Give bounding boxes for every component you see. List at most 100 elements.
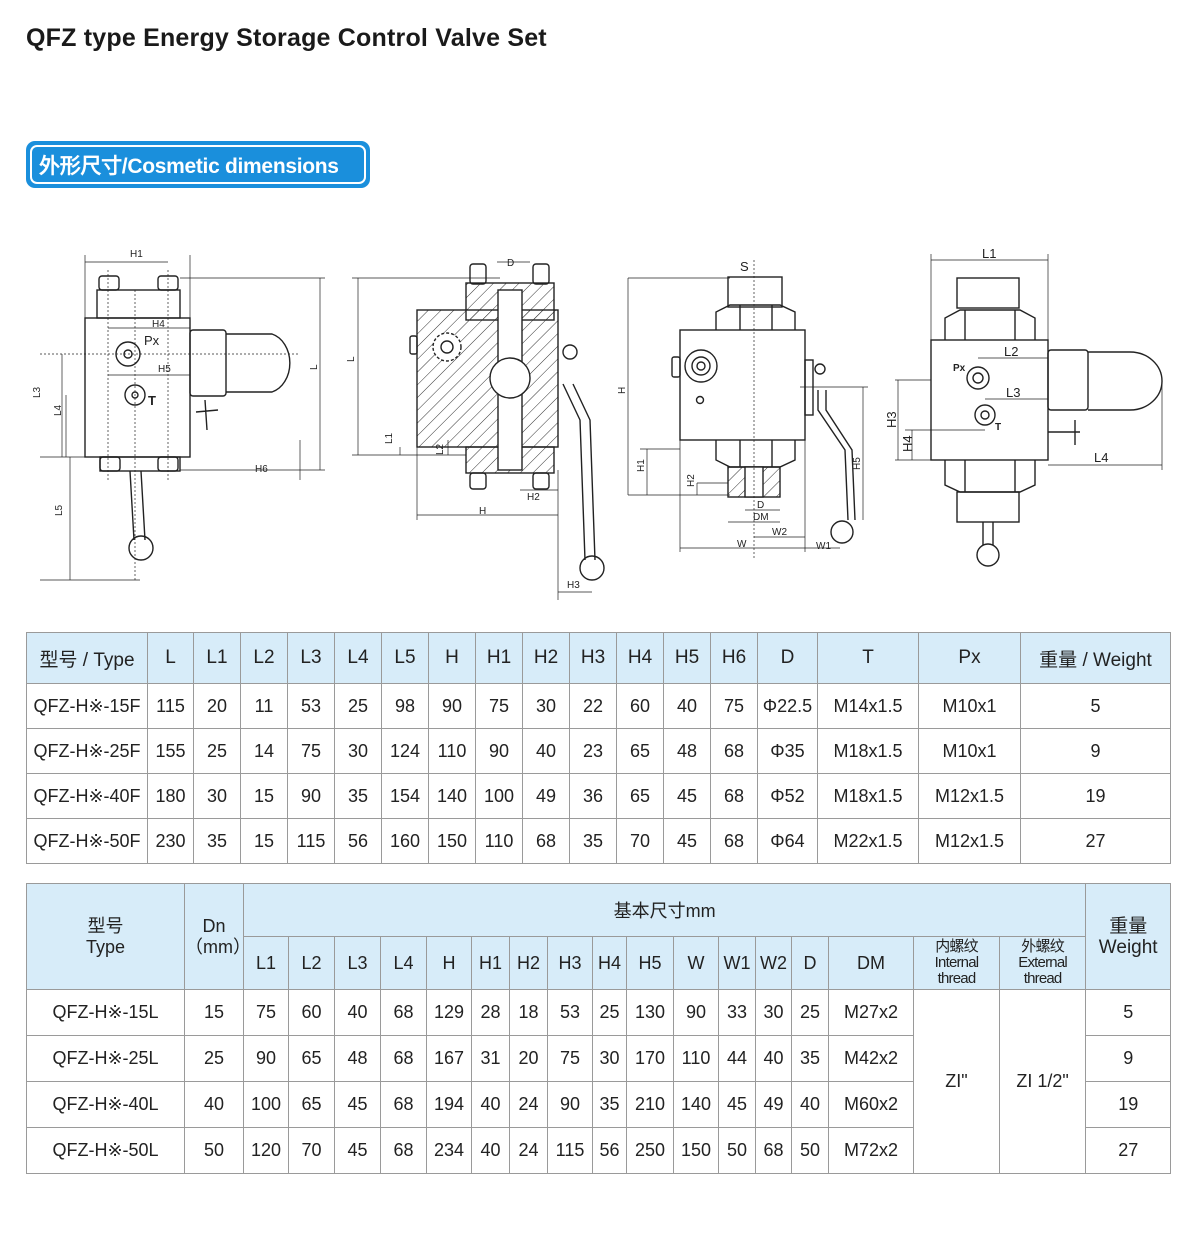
value-cell: M12x1.5 [918, 773, 1021, 819]
column-header: H4 [592, 936, 627, 990]
label-l4: L4 [1094, 450, 1108, 465]
label-w: W [737, 539, 747, 550]
value-cell: 40 [663, 683, 711, 729]
column-header: H2 [509, 936, 548, 990]
column-header: W1 [718, 936, 756, 990]
value-cell: 30 [592, 1035, 627, 1082]
value-cell: M18x1.5 [817, 773, 919, 819]
value-cell: M22x1.5 [817, 818, 919, 864]
column-header: H [428, 632, 476, 684]
value-cell: 25 [334, 683, 382, 729]
value-cell: 75 [243, 989, 289, 1036]
value-cell: 56 [592, 1127, 627, 1174]
column-header: D [791, 936, 829, 990]
label-l5: L5 [54, 504, 65, 516]
label-s: S [740, 259, 749, 274]
value-cell: 44 [718, 1035, 756, 1082]
value-cell: 30 [522, 683, 570, 729]
value-cell: 36 [569, 773, 617, 819]
weight-header-en: Weight [1098, 936, 1158, 958]
value-cell: 70 [288, 1127, 335, 1174]
column-header: L4 [334, 632, 382, 684]
column-header: H6 [710, 632, 758, 684]
value-cell: 170 [626, 1035, 674, 1082]
column-header: L2 [288, 936, 335, 990]
column-header: H4 [616, 632, 664, 684]
value-cell: 30 [193, 773, 241, 819]
value-cell: 35 [193, 818, 241, 864]
value-cell: M10x1 [918, 683, 1021, 729]
value-cell: 90 [287, 773, 335, 819]
value-cell: 25 [193, 728, 241, 774]
column-header: H2 [522, 632, 570, 684]
external-thread-label-en2: thread [1023, 970, 1063, 987]
value-cell: 40 [471, 1127, 510, 1174]
value-cell: 45 [663, 818, 711, 864]
value-cell: 40 [755, 1035, 792, 1082]
value-cell: 35 [592, 1081, 627, 1128]
value-cell: 11 [240, 683, 288, 729]
label-l1: L1 [384, 432, 395, 444]
label-l4: L4 [53, 404, 64, 416]
column-header: 重量 / Weight [1020, 632, 1171, 684]
value-cell: Φ35 [757, 728, 818, 774]
value-cell: 194 [426, 1081, 472, 1128]
value-cell: 48 [663, 728, 711, 774]
value-cell: Φ64 [757, 818, 818, 864]
value-cell: 35 [569, 818, 617, 864]
model-cell: QFZ-H※-50F [26, 818, 148, 864]
model-cell: QFZ-H※-25L [26, 1035, 185, 1082]
value-cell: 60 [616, 683, 664, 729]
label-l: L [309, 364, 320, 370]
value-cell: 234 [426, 1127, 472, 1174]
value-cell: 130 [626, 989, 674, 1036]
value-cell: 15 [240, 818, 288, 864]
label-h5: H5 [158, 364, 171, 375]
value-cell: M12x1.5 [918, 818, 1021, 864]
column-header: DM [828, 936, 914, 990]
label-l2: L2 [1004, 344, 1018, 359]
column-header: T [817, 632, 919, 684]
value-cell: 53 [547, 989, 593, 1036]
value-cell: 124 [381, 728, 429, 774]
column-header: H1 [471, 936, 510, 990]
value-cell: 154 [381, 773, 429, 819]
value-cell: 24 [509, 1081, 548, 1128]
value-cell: 75 [287, 728, 335, 774]
value-cell: 35 [791, 1035, 829, 1082]
value-cell: 40 [791, 1081, 829, 1128]
model-cell: QFZ-H※-40L [26, 1081, 185, 1128]
value-cell: 60 [288, 989, 335, 1036]
value-cell: 110 [475, 818, 523, 864]
label-h4: H4 [152, 319, 165, 330]
column-header: D [757, 632, 818, 684]
weight-cell: 5 [1085, 989, 1172, 1036]
label-h2: H2 [527, 492, 540, 503]
column-header: L5 [381, 632, 429, 684]
value-cell: 48 [334, 1035, 381, 1082]
value-cell: M72x2 [828, 1127, 914, 1174]
column-header: H3 [547, 936, 593, 990]
weight-cell: 19 [1085, 1081, 1172, 1128]
label-dm: DM [753, 512, 769, 523]
value-cell: 75 [547, 1035, 593, 1082]
value-cell: 68 [380, 1035, 427, 1082]
value-cell: 25 [592, 989, 627, 1036]
value-cell: 15 [240, 773, 288, 819]
section-view-drawing [352, 261, 605, 600]
value-cell: 115 [547, 1127, 593, 1174]
column-header: H5 [663, 632, 711, 684]
value-cell: 100 [475, 773, 523, 819]
value-cell: 68 [710, 773, 758, 819]
label-t: T [148, 393, 156, 408]
